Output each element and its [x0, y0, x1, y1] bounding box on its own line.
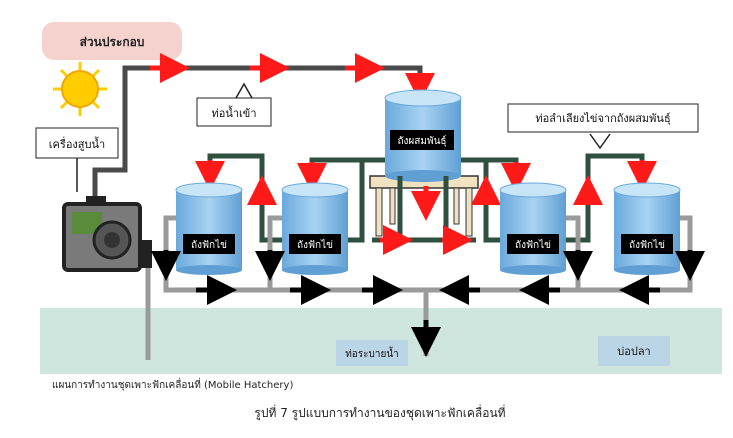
hatching-tank-3-label: ถังฟักไข่ [515, 239, 551, 251]
hatching-tank-3: ถังฟักไข่ [499, 182, 567, 275]
inlet-main-pipe [92, 65, 423, 200]
sun-icon [53, 62, 107, 116]
mixing-tank-label: ถังผสมพันธุ์ [397, 135, 446, 147]
hatching-tank-2: ถังฟักไข่ [281, 182, 349, 275]
pump-label-box: เครื่องสูบน้ำ [35, 127, 119, 192]
pump-label: เครื่องสูบน้ำ [49, 136, 105, 151]
egg-transfer-label: ท่อลำเลียงไข่จากถังผสมพันธุ์ [535, 112, 670, 125]
fish-pond-label-box: บ่อปลา [598, 336, 670, 366]
components-badge-label: ส่วนประกอบ [80, 35, 145, 49]
egg-transfer-label-box: ท่อลำเลียงไข่จากถังผสมพันธุ์ [507, 103, 699, 150]
hatching-tank-1: ถังฟักไข่ [175, 182, 243, 275]
water-pump-icon [62, 196, 152, 272]
drain-pipe-label: ท่อระบายน้ำ [345, 346, 399, 360]
figure-caption: รูปที่ 7 รูปแบบการทำงานของชุดเพาะฟักเคลื… [254, 404, 505, 421]
hatching-tank-4: ถังฟักไข่ [613, 182, 681, 275]
mixing-tank: ถังผสมพันธุ์ [384, 89, 462, 182]
drain-flow-arrows [151, 250, 705, 357]
hatching-tank-2-label: ถังฟักไข่ [297, 239, 333, 251]
hatching-tank-1-label: ถังฟักไข่ [191, 239, 227, 251]
plan-caption: แผนการทำงานชุดเพาะฟักเคลื่อนที่ (Mobile … [52, 377, 293, 391]
inlet-flow-arrows [150, 53, 435, 103]
inlet-pipe-label-box: ท่อน้ำเข้า [196, 82, 272, 127]
inlet-pipe-label: ท่อน้ำเข้า [211, 105, 256, 120]
components-badge: ส่วนประกอบ [42, 22, 182, 60]
hatching-tank-4-label: ถังฟักไข่ [629, 239, 665, 251]
drain-pipe-label-box: ท่อระบายน้ำ [336, 340, 408, 366]
fish-pond-label: บ่อปลา [617, 345, 651, 358]
